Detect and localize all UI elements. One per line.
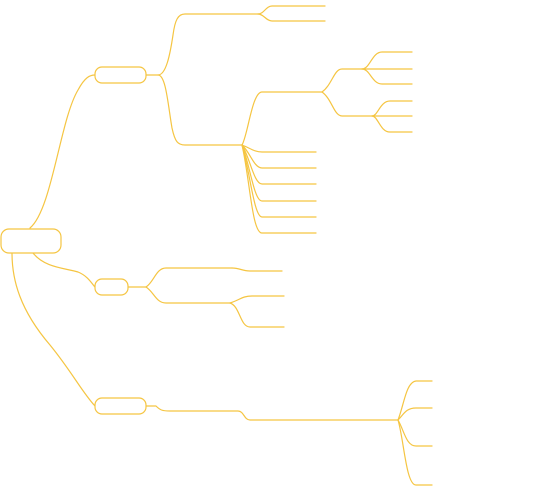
connector-leaf-5a [231, 267, 283, 272]
connector-b1-sub1 [145, 13, 259, 76]
connector-leaf-3c [371, 115, 413, 133]
connector-b1-sub2 [157, 74, 243, 146]
connector-leaf-4e [241, 144, 317, 218]
connector-root-branch1 [29, 74, 96, 229]
connector-leaf-4f [241, 144, 317, 234]
connector-leaf-4d [241, 144, 317, 202]
connector-leaf-1b [257, 13, 326, 22]
connector-leaf-3a [371, 100, 413, 117]
branch-node-1[interactable] [94, 66, 147, 84]
connector-leaf-6a [229, 295, 285, 304]
connector-upper-b [321, 91, 373, 117]
connector-leaf-4a [241, 144, 317, 153]
connector-upper-a [321, 68, 363, 93]
branch-node-2[interactable] [94, 278, 129, 296]
connector-leaf-4c [241, 144, 317, 185]
branch-node-3[interactable] [94, 397, 147, 415]
connector-leaf-2a [361, 51, 413, 70]
connector-leaf-7c [397, 419, 433, 447]
topic-nodes [0, 66, 147, 415]
connector-leaf-7d [397, 419, 433, 486]
connector-b3-sub1 [145, 405, 399, 421]
root-node[interactable] [0, 228, 62, 254]
connector-leaf-4b [241, 144, 317, 169]
connector-b2-sub1 [145, 267, 233, 288]
connector-leaf-7a [397, 380, 433, 421]
connector-leaf-6b [229, 302, 285, 328]
connector-leaf-2c [361, 68, 413, 85]
connector-leaf-1a [257, 5, 326, 15]
connector-root-branch3 [11, 252, 96, 407]
connector-leaf-7b [397, 407, 433, 421]
connector-b1-sub2-upper [241, 91, 323, 146]
connector-root-branch2 [32, 252, 96, 288]
connector-lines [11, 5, 433, 486]
connector-b2-sub2 [145, 286, 231, 304]
